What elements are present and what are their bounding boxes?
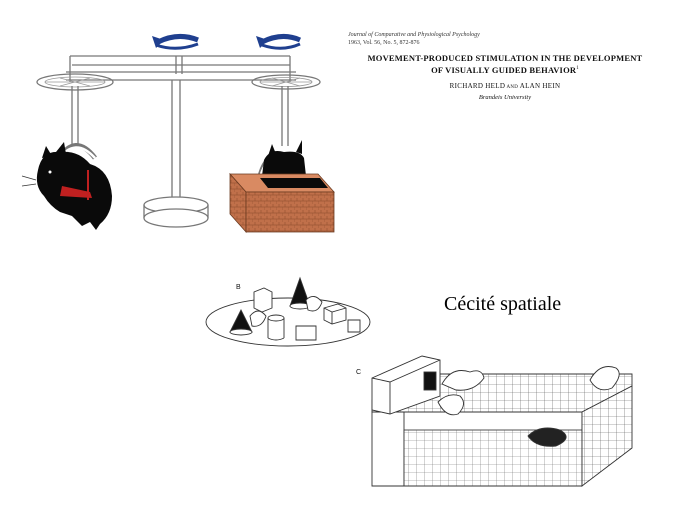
journal-name: Journal of Comparative and Physiological… xyxy=(348,32,480,38)
figure-b-arena xyxy=(205,276,371,347)
author-2: ALAN HEIN xyxy=(519,82,561,90)
author-separator: AND xyxy=(505,85,520,90)
active-kitten xyxy=(21,142,112,230)
rotation-arrow-icon xyxy=(152,34,199,50)
journal-volume: 1963, Vol. 56, No. 5, 872-876 xyxy=(348,40,420,46)
figure-label-c: C xyxy=(356,369,362,376)
figure-c-visual-cliff xyxy=(371,355,633,487)
paper-title-line-2: OF VISUALLY GUIDED BEHAVIOR1 xyxy=(346,65,664,75)
passive-kitten-gondola xyxy=(229,140,335,234)
kitten-carousel xyxy=(21,34,335,234)
paper-title-line-1: MOVEMENT-PRODUCED STIMULATION IN THE DEV… xyxy=(367,53,643,63)
author-1: RICHARD HELD xyxy=(449,82,506,90)
title-footnote: 1 xyxy=(576,66,579,72)
figure-label-b: B xyxy=(236,284,241,291)
rotation-arrow-icon xyxy=(256,34,302,50)
paper-affiliation: Brandeis University xyxy=(478,94,532,101)
caption-spatial-blindness: Cécité spatiale xyxy=(444,293,562,315)
paper-authors: RICHARD HELD AND ALAN HEIN xyxy=(346,82,664,90)
paper-title-line-2-text: OF VISUALLY GUIDED BEHAVIOR xyxy=(431,65,577,75)
